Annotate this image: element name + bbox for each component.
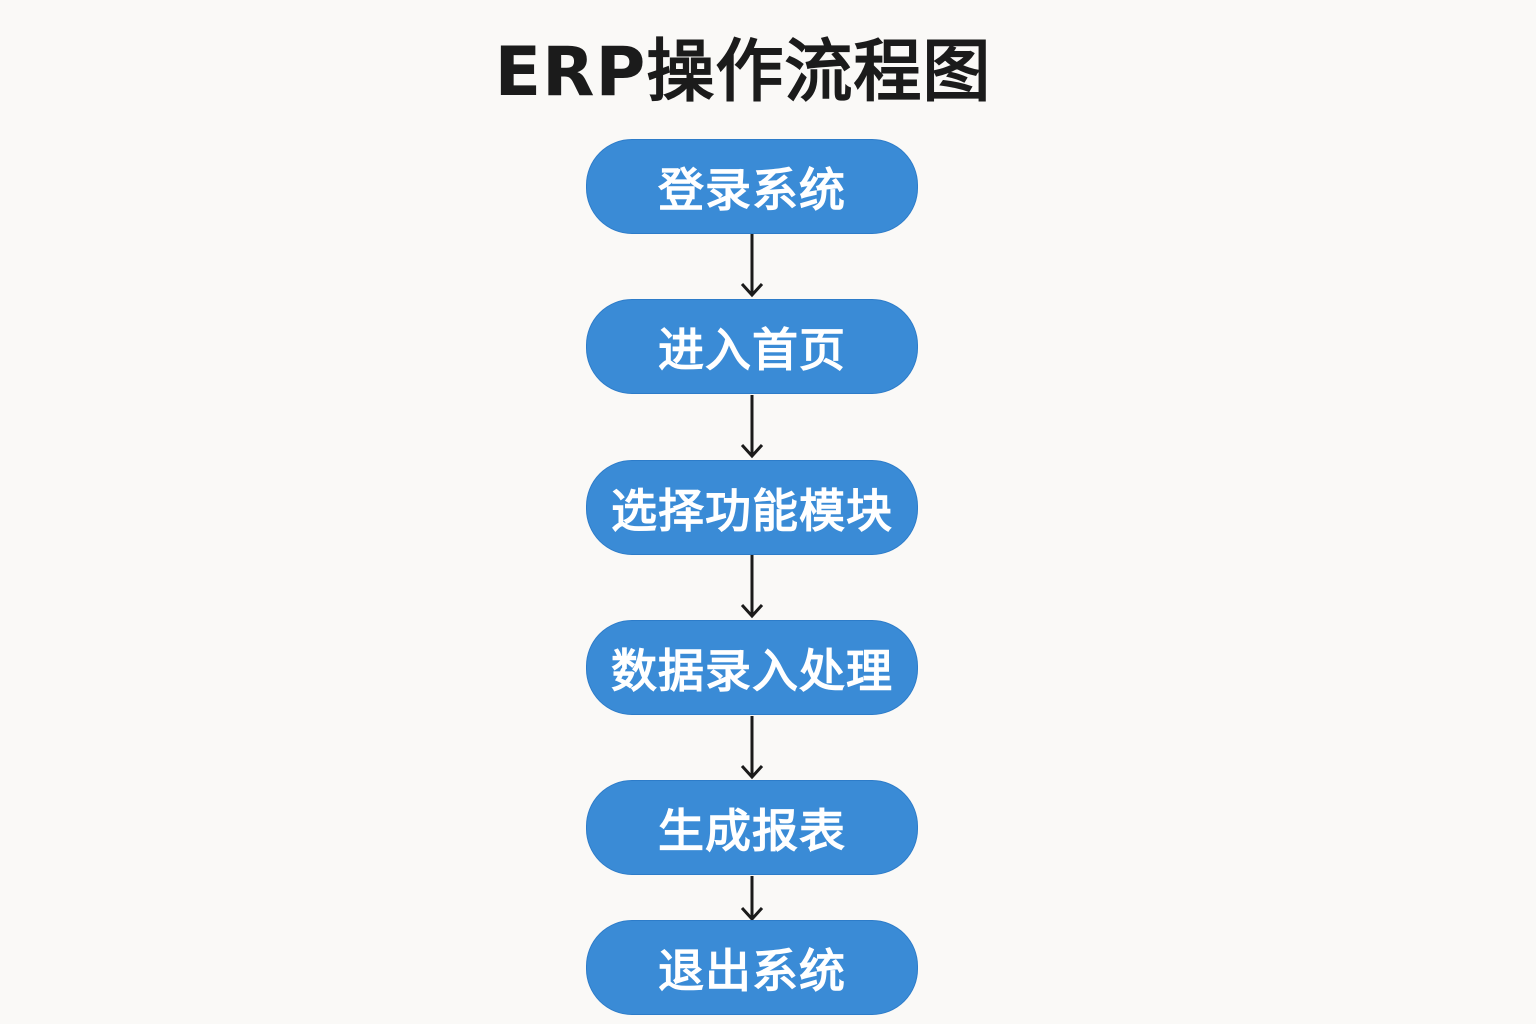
arrow-icon: [740, 555, 764, 619]
diagram-title: ERP操作流程图: [494, 33, 992, 112]
arrow-icon: [740, 716, 764, 780]
step-data-entry: 数据录入处理: [586, 620, 918, 715]
step-select-module: 选择功能模块: [586, 460, 918, 555]
arrow-icon: [740, 876, 764, 920]
step-login: 登录系统: [586, 139, 918, 234]
arrow-icon: [740, 395, 764, 459]
step-home: 进入首页: [586, 299, 918, 394]
step-generate-report: 生成报表: [586, 780, 918, 875]
step-logout: 退出系统: [586, 920, 918, 1015]
arrow-icon: [740, 234, 764, 298]
